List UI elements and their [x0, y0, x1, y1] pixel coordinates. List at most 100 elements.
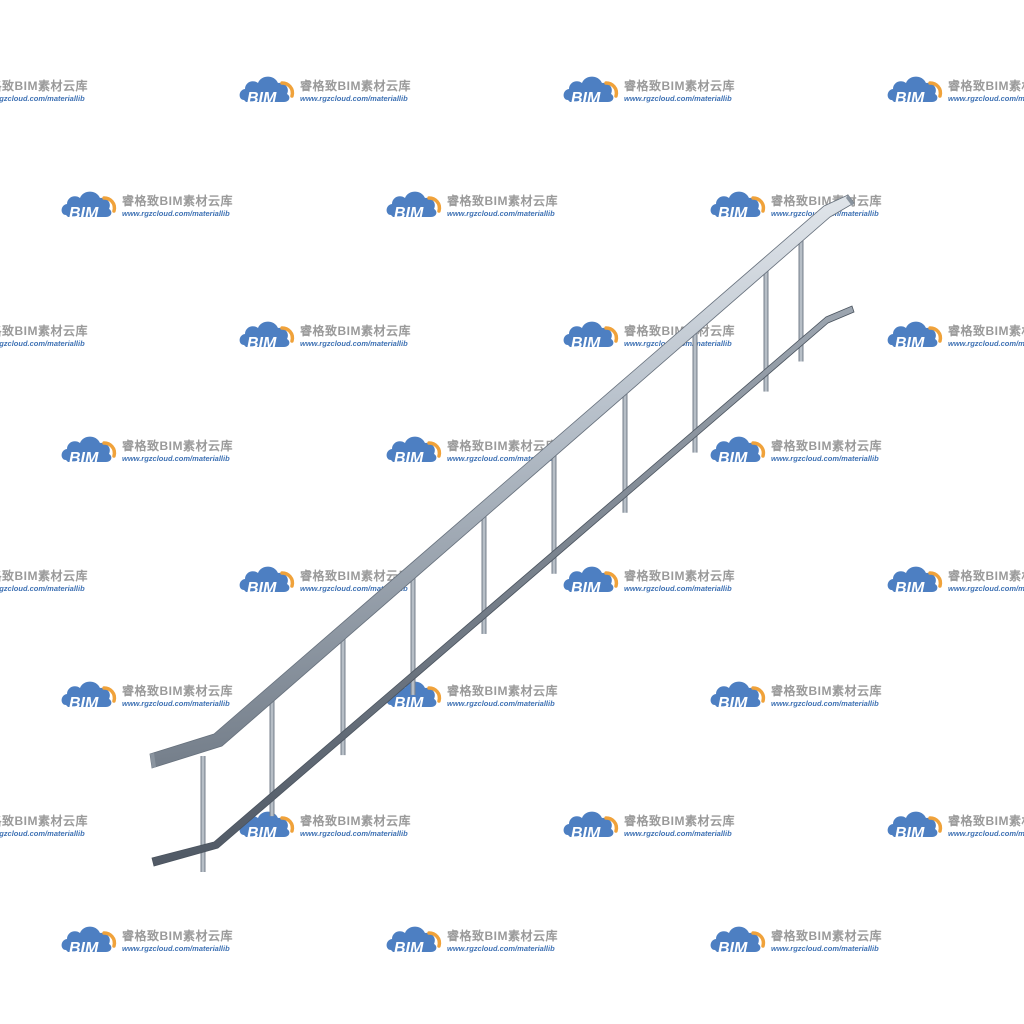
watermark-title: 睿格致BIM素材云库: [624, 568, 735, 583]
watermark-tile: BIM 睿格致BIM素材云库 www.rgzcloud.com/material…: [710, 926, 882, 957]
watermark-tile: BIM 睿格致BIM素材云库 www.rgzcloud.com/material…: [0, 323, 88, 348]
watermark-tile: BIM 睿格致BIM素材云库 www.rgzcloud.com/material…: [563, 76, 735, 107]
watermark-url: www.rgzcloud.com/materiallib: [447, 944, 555, 953]
watermark-logo-icon: BIM: [710, 926, 766, 957]
watermark-tile: BIM 睿格致BIM素材云库 www.rgzcloud.com/material…: [887, 76, 1024, 107]
watermark-logo-text: BIM: [394, 450, 424, 467]
watermark-logo-text: BIM: [718, 940, 748, 957]
watermark-logo-icon: BIM: [887, 811, 943, 842]
watermark-logo-text: BIM: [247, 825, 277, 842]
watermark-tile: BIM 睿格致BIM素材云库 www.rgzcloud.com/material…: [710, 191, 882, 222]
watermark-logo-text: BIM: [394, 695, 424, 712]
watermark-logo-text: BIM: [895, 90, 925, 107]
watermark-title: 睿格致BIM素材云库: [948, 813, 1024, 828]
watermark-url: www.rgzcloud.com/materiallib: [447, 699, 555, 708]
watermark-logo-icon: BIM: [61, 681, 117, 712]
watermark-logo-text: BIM: [895, 335, 925, 352]
watermark-logo-text: BIM: [247, 90, 277, 107]
watermark-url: www.rgzcloud.com/materiallib: [624, 94, 732, 103]
watermark-logo-text: BIM: [571, 580, 601, 597]
watermark-url: www.rgzcloud.com/materiallib: [948, 339, 1024, 348]
watermark-title: 睿格致BIM素材云库: [624, 78, 735, 93]
watermark-title: 睿格致BIM素材云库: [948, 78, 1024, 93]
watermark-title: 睿格致BIM素材云库: [122, 683, 233, 698]
watermark-title: 睿格致BIM素材云库: [771, 683, 882, 698]
watermark-title: 睿格致BIM素材云库: [300, 78, 411, 93]
watermark-tile: BIM 睿格致BIM素材云库 www.rgzcloud.com/material…: [386, 191, 558, 222]
watermark-tile: BIM 睿格致BIM素材云库 www.rgzcloud.com/material…: [887, 811, 1024, 842]
watermark-url: www.rgzcloud.com/materiallib: [0, 94, 85, 103]
watermark-layer: BIM 睿格致BIM素材云库 www.rgzcloud.com/material…: [0, 76, 1024, 957]
watermark-title: 睿格致BIM素材云库: [771, 438, 882, 453]
watermark-title: 睿格致BIM素材云库: [447, 928, 558, 943]
watermark-tile: BIM 睿格致BIM素材云库 www.rgzcloud.com/material…: [0, 813, 88, 838]
watermark-title: 睿格致BIM素材云库: [771, 193, 882, 208]
watermark-logo-icon: BIM: [239, 566, 295, 597]
railing-post: [340, 632, 346, 756]
watermark-title: 睿格致BIM素材云库: [447, 438, 558, 453]
watermark-title: 睿格致BIM素材云库: [300, 568, 411, 583]
railing-post: [763, 267, 769, 392]
watermark-url: www.rgzcloud.com/materiallib: [122, 209, 230, 218]
watermark-logo-icon: BIM: [386, 191, 442, 222]
watermark-logo-text: BIM: [247, 580, 277, 597]
watermark-url: www.rgzcloud.com/materiallib: [948, 829, 1024, 838]
watermark-logo-text: BIM: [718, 450, 748, 467]
watermark-logo-icon: BIM: [239, 76, 295, 107]
watermark-url: www.rgzcloud.com/materiallib: [300, 584, 408, 593]
railing-post: [410, 572, 416, 695]
watermark-url: www.rgzcloud.com/materiallib: [0, 339, 85, 348]
watermark-tile: BIM 睿格致BIM素材云库 www.rgzcloud.com/material…: [386, 436, 558, 467]
watermark-logo-text: BIM: [69, 940, 99, 957]
watermark-url: www.rgzcloud.com/materiallib: [122, 454, 230, 463]
watermark-logo-text: BIM: [718, 205, 748, 222]
watermark-tile: BIM 睿格致BIM素材云库 www.rgzcloud.com/material…: [887, 321, 1024, 352]
watermark-title: 睿格致BIM素材云库: [0, 568, 88, 583]
watermark-logo-icon: BIM: [563, 811, 619, 842]
watermark-tile: BIM 睿格致BIM素材云库 www.rgzcloud.com/material…: [239, 76, 411, 107]
watermark-logo-icon: BIM: [563, 566, 619, 597]
watermark-tile: BIM 睿格致BIM素材云库 www.rgzcloud.com/material…: [239, 566, 411, 597]
railing-bottom-rail: [151, 305, 855, 867]
watermark-title: 睿格致BIM素材云库: [624, 813, 735, 828]
watermark-logo-text: BIM: [571, 90, 601, 107]
watermark-url: www.rgzcloud.com/materiallib: [447, 209, 555, 218]
handrail-end-cap-left: [150, 753, 156, 768]
watermark-logo-icon: BIM: [887, 76, 943, 107]
watermark-tile: BIM 睿格致BIM素材云库 www.rgzcloud.com/material…: [0, 78, 88, 103]
watermark-url: www.rgzcloud.com/materiallib: [771, 944, 879, 953]
watermark-logo-text: BIM: [394, 940, 424, 957]
watermark-url: www.rgzcloud.com/materiallib: [300, 829, 408, 838]
watermark-tile: BIM 睿格致BIM素材云库 www.rgzcloud.com/material…: [386, 926, 558, 957]
watermark-logo-icon: BIM: [239, 321, 295, 352]
watermark-tile: BIM 睿格致BIM素材云库 www.rgzcloud.com/material…: [61, 926, 233, 957]
watermark-title: 睿格致BIM素材云库: [0, 813, 88, 828]
watermark-url: www.rgzcloud.com/materiallib: [300, 94, 408, 103]
watermark-logo-text: BIM: [571, 335, 601, 352]
watermark-logo-icon: BIM: [887, 566, 943, 597]
railing-post: [798, 237, 804, 362]
watermark-title: 睿格致BIM素材云库: [624, 323, 735, 338]
watermark-title: 睿格致BIM素材云库: [447, 193, 558, 208]
watermark-tile: BIM 睿格致BIM素材云库 www.rgzcloud.com/material…: [61, 191, 233, 222]
watermark-tile: BIM 睿格致BIM素材云库 www.rgzcloud.com/material…: [563, 811, 735, 842]
railing-post: [481, 511, 487, 634]
watermark-title: 睿格致BIM素材云库: [771, 928, 882, 943]
handrail-end-cap-right: [846, 195, 854, 206]
watermark-logo-text: BIM: [895, 580, 925, 597]
railing-post: [200, 756, 206, 872]
stair-railing-icon: [149, 194, 855, 872]
watermark-logo-icon: BIM: [710, 681, 766, 712]
watermark-logo-icon: BIM: [710, 191, 766, 222]
watermark-tile: BIM 睿格致BIM素材云库 www.rgzcloud.com/material…: [887, 566, 1024, 597]
railing-post: [622, 389, 628, 513]
watermark-logo-text: BIM: [571, 825, 601, 842]
watermark-title: 睿格致BIM素材云库: [122, 193, 233, 208]
watermark-logo-text: BIM: [69, 205, 99, 222]
watermark-logo-icon: BIM: [887, 321, 943, 352]
railing-post: [551, 450, 557, 574]
watermark-logo-text: BIM: [247, 335, 277, 352]
watermark-tile: BIM 睿格致BIM素材云库 www.rgzcloud.com/material…: [563, 321, 735, 352]
watermark-url: www.rgzcloud.com/materiallib: [300, 339, 408, 348]
watermark-logo-text: BIM: [895, 825, 925, 842]
